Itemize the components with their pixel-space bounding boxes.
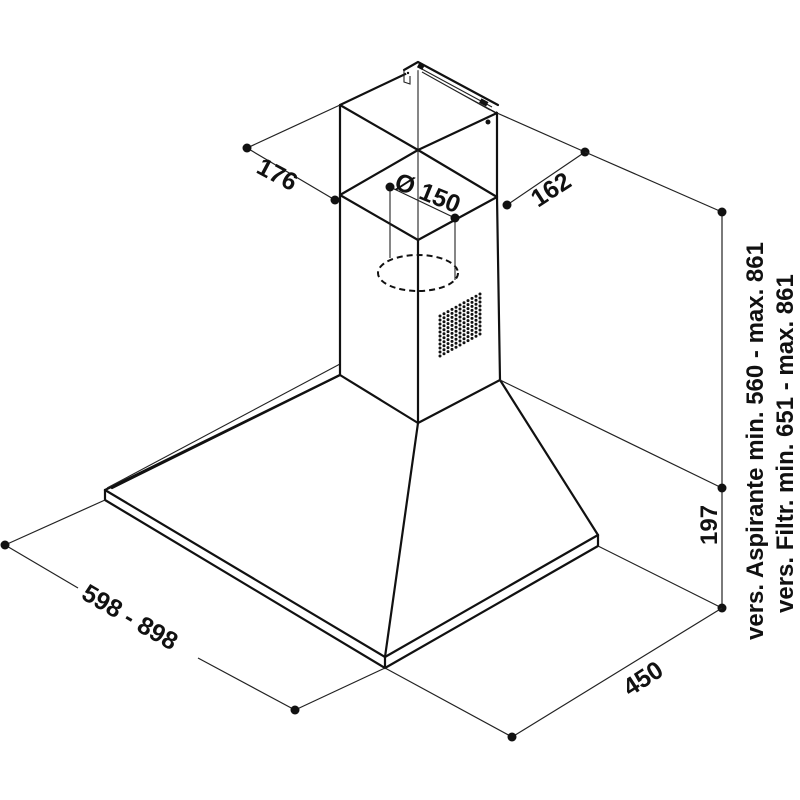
duct-outlet [377,182,460,292]
label-hood-width: 598 - 898 [77,579,183,656]
label-duct-diameter: Ø 150 [391,168,465,219]
ventilation-grille-icon [438,292,482,358]
label-hood-height: 197 [696,505,723,545]
label-hood-depth: 450 [618,656,668,702]
dimension-hood-depth [384,607,723,742]
chimney [338,66,502,425]
mounting-bracket-icon [402,60,500,125]
label-aspirante-height: vers. Aspirante min. 560 - max. 861 [742,242,769,640]
dimension-hood-width [0,499,386,715]
dimension-height [499,151,727,613]
label-chimney-width: 162 [526,167,576,213]
label-chimney-depth: 176 [252,153,302,197]
dimension-chimney-depth [242,104,341,205]
hood-canopy [103,363,600,670]
label-filtrante-height: vers. Filtr. min. 651 - max. 861 [772,274,799,613]
